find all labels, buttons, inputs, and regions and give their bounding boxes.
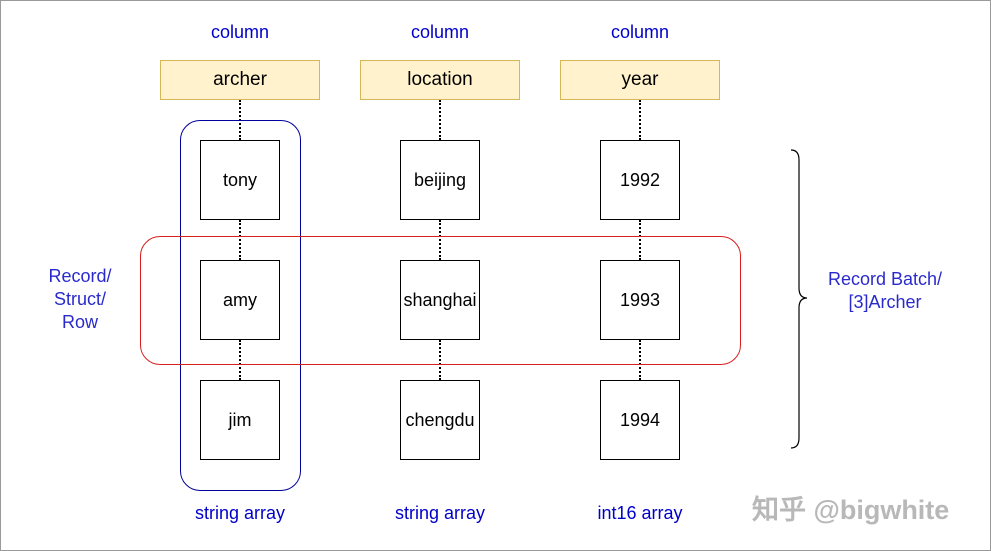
cell-location-2: chengdu	[400, 380, 480, 460]
type-label-year: int16 array	[597, 503, 683, 523]
connector-dots	[639, 340, 641, 380]
connector-dots	[639, 220, 641, 260]
column-label-year: column	[610, 22, 670, 42]
connector-dots	[239, 220, 241, 260]
cell-location-0: beijing	[400, 140, 480, 220]
cell-year-1: 1993	[600, 260, 680, 340]
record-batch-label-line: Record Batch/	[827, 269, 943, 289]
column-header-year: year	[560, 60, 720, 100]
record-label-line: Struct/	[53, 289, 106, 309]
type-label-archer: string array	[194, 503, 286, 523]
column-header-archer: archer	[160, 60, 320, 100]
record-label-line: Row	[61, 312, 98, 332]
record-batch-label-line: [3]Archer	[848, 292, 922, 312]
record-label: Record/ Struct/ Row	[30, 265, 130, 334]
connector-dots	[439, 220, 441, 260]
cell-archer-1: amy	[200, 260, 280, 340]
connector-dots	[439, 340, 441, 380]
record-label-line: Record/	[48, 266, 112, 286]
cell-year-2: 1994	[600, 380, 680, 460]
connector-dots	[639, 100, 641, 140]
connector-dots	[439, 100, 441, 140]
cell-archer-0: tony	[200, 140, 280, 220]
column-label-archer: column	[210, 22, 270, 42]
cell-location-1: shanghai	[400, 260, 480, 340]
column-header-location: location	[360, 60, 520, 100]
watermark: 知乎 @bigwhite	[752, 495, 950, 525]
record-batch-brace	[790, 149, 808, 449]
cell-year-0: 1992	[600, 140, 680, 220]
type-label-location: string array	[394, 503, 486, 523]
row-group-outline	[140, 236, 741, 365]
column-label-location: column	[410, 22, 470, 42]
cell-archer-2: jim	[200, 380, 280, 460]
connector-dots	[239, 340, 241, 380]
record-batch-label: Record Batch/ [3]Archer	[815, 268, 955, 314]
column-group-outline	[180, 120, 301, 491]
